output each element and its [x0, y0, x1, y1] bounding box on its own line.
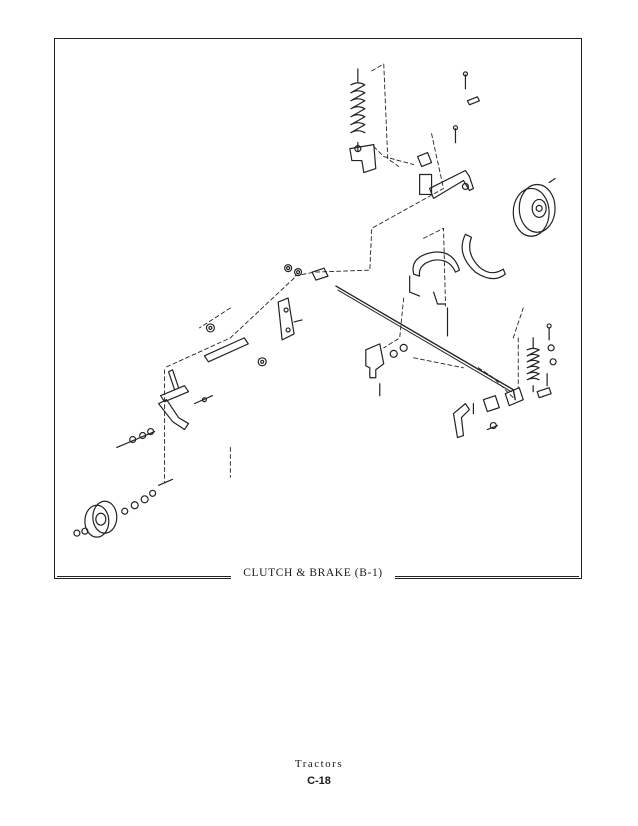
bolt-washers [116, 427, 156, 449]
top-right-hardware [417, 71, 480, 196]
clutch-link [277, 297, 295, 341]
brake-rod [335, 285, 516, 401]
brake-band [461, 233, 506, 280]
clutch-rod [203, 337, 249, 363]
return-spring [526, 337, 540, 393]
brake-rod-edge [337, 289, 512, 393]
assembly-guide-lines [164, 63, 524, 483]
spring-bracket [349, 144, 377, 174]
right-hardware [536, 323, 557, 399]
brake-lever [428, 169, 475, 200]
brake-drum [512, 177, 556, 237]
figure-frame: CLUTCH & BRAKE (B-1) [54, 38, 582, 579]
caption-rule-right [395, 576, 579, 577]
pedal-assembly [452, 387, 524, 439]
clutch-pulley [73, 478, 174, 538]
figure-caption: CLUTCH & BRAKE (B-1) [231, 567, 395, 579]
clevis-hardware [284, 264, 329, 281]
section-label: Tractors [294, 758, 344, 770]
band-bracket [409, 251, 461, 305]
rod-bracket [365, 343, 385, 379]
clutch-lever [158, 369, 213, 431]
brake-spring [350, 68, 366, 153]
lever-pin [461, 182, 470, 191]
page-number: C-18 [307, 775, 331, 787]
exploded-parts-diagram-icon [73, 63, 557, 538]
caption-rule-left [57, 576, 231, 577]
